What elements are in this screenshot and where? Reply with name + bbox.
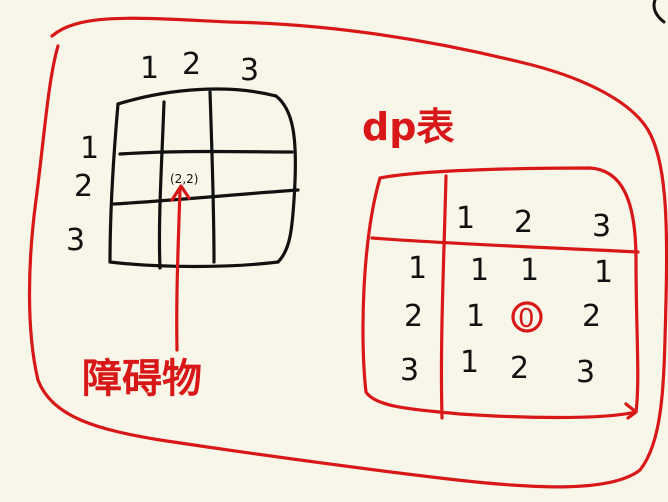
dp-cell-highlighted: 0 — [518, 304, 535, 334]
dp-cell: 2 — [582, 299, 601, 334]
grid-drawing — [108, 87, 300, 270]
highlighted-cell-circle — [511, 301, 543, 333]
dp-table-header: 1 2 3 — [456, 201, 611, 244]
grid-col-number: 2 — [182, 47, 201, 82]
outer-red-loop — [27, 16, 668, 489]
obstacle-label: 障碍物 — [82, 356, 202, 402]
grid-row-numbers: 1 2 3 — [66, 131, 99, 258]
dp-table-drawing — [361, 166, 640, 420]
dp-table-vertical-line — [439, 174, 448, 420]
dp-cell: 3 — [576, 355, 595, 390]
dp-cell: 2 — [510, 351, 529, 386]
grid-column-numbers: 1 2 3 — [140, 47, 259, 88]
obstacle-arrow-shaft — [175, 188, 182, 352]
blocked-cell-mark: (2,2) — [170, 172, 198, 186]
dp-header-cell: 2 — [514, 205, 533, 240]
grid-left-border — [108, 102, 120, 264]
dp-table-header-line — [370, 236, 640, 254]
dp-cell: 1 — [594, 255, 613, 290]
dp-table-corner-arrow — [624, 402, 638, 420]
dp-cell: 1 — [466, 299, 485, 334]
grid-row-number: 1 — [80, 131, 99, 166]
dp-row-label: 2 — [404, 299, 423, 334]
dp-table-title: dp表 — [362, 105, 454, 149]
top-right-scribble — [652, 0, 666, 24]
grid-row-number: 3 — [66, 223, 85, 258]
dp-header-cell: 1 — [456, 201, 475, 236]
grid-col-line-1 — [157, 100, 166, 270]
grid-right-border — [274, 94, 297, 264]
dp-table-row: 2 1 0 2 — [404, 299, 601, 334]
grid-col-line-2 — [208, 90, 216, 264]
grid-top-border — [116, 87, 278, 106]
dp-cell: 1 — [470, 253, 489, 288]
grid-bottom-border — [108, 260, 280, 269]
dp-row-label: 1 — [408, 251, 427, 286]
dp-table-row: 3 1 2 3 — [400, 345, 595, 390]
obstacle-arrow-head — [170, 184, 191, 202]
grid-row-line-2 — [112, 188, 300, 206]
dp-header-cell: 3 — [592, 209, 611, 244]
dp-row-label: 3 — [400, 353, 419, 388]
dp-cell: 1 — [460, 345, 479, 380]
grid-col-number: 3 — [240, 53, 259, 88]
grid-row-line-1 — [118, 149, 294, 156]
grid-col-number: 1 — [140, 51, 159, 86]
dp-cell: 1 — [520, 253, 539, 288]
grid-row-number: 2 — [74, 169, 93, 204]
dp-table-row: 1 1 1 1 — [408, 251, 613, 290]
